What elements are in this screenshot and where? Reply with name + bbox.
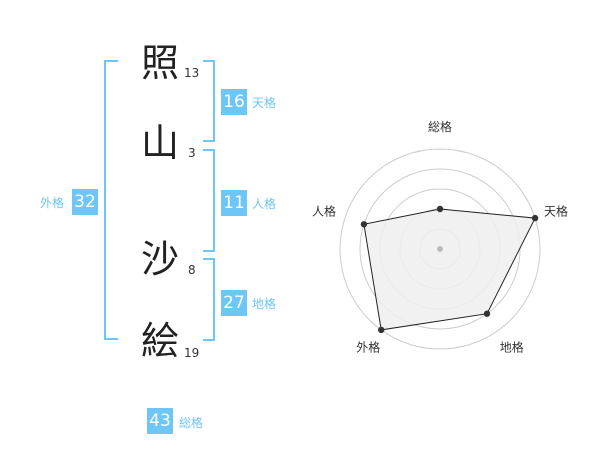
radar-axis-label-5: 人格 — [312, 203, 336, 218]
radar-point-4 — [378, 326, 385, 334]
stroke-count-2: 3 — [188, 146, 196, 160]
chikaku-value: 27 — [221, 290, 247, 316]
gaikaku-label: 外格 — [40, 196, 65, 210]
jinkaku-value: 11 — [221, 190, 247, 216]
name-char-2: 山 — [141, 121, 180, 165]
stroke-count-4: 19 — [184, 346, 200, 360]
chikaku-bracket — [203, 258, 215, 341]
radar-axis-label-4: 外格 — [356, 340, 380, 355]
radar-polygon — [363, 208, 536, 331]
name-char-4: 絵 — [141, 319, 180, 363]
radar-point-2 — [531, 214, 539, 222]
radar-point-5 — [360, 221, 368, 228]
chikaku-label: 地格 — [252, 297, 277, 311]
radar-point-3 — [483, 310, 491, 317]
gaikaku-bracket — [104, 60, 118, 340]
radar-center-point — [437, 246, 443, 252]
jinkaku-bracket — [203, 149, 215, 252]
name-char-1: 照 — [141, 41, 180, 85]
soukaku-label: 総格 — [179, 416, 204, 430]
tenkaku-value: 16 — [221, 89, 247, 115]
jinkaku-label: 人格 — [252, 197, 277, 211]
name-char-3: 沙 — [141, 237, 180, 281]
radar-axis-label-3: 地格 — [500, 340, 524, 355]
stroke-count-3: 8 — [188, 263, 196, 277]
tenkaku-bracket — [203, 60, 215, 142]
radar-point-1 — [436, 205, 444, 213]
radar-axis-label-1: 総格 — [428, 119, 452, 134]
radar-axis-label-2: 天格 — [544, 203, 568, 218]
soukaku-value: 43 — [147, 408, 173, 434]
gaikaku-value: 32 — [72, 189, 98, 215]
tenkaku-label: 天格 — [252, 96, 277, 110]
stroke-count-1: 13 — [184, 66, 200, 80]
